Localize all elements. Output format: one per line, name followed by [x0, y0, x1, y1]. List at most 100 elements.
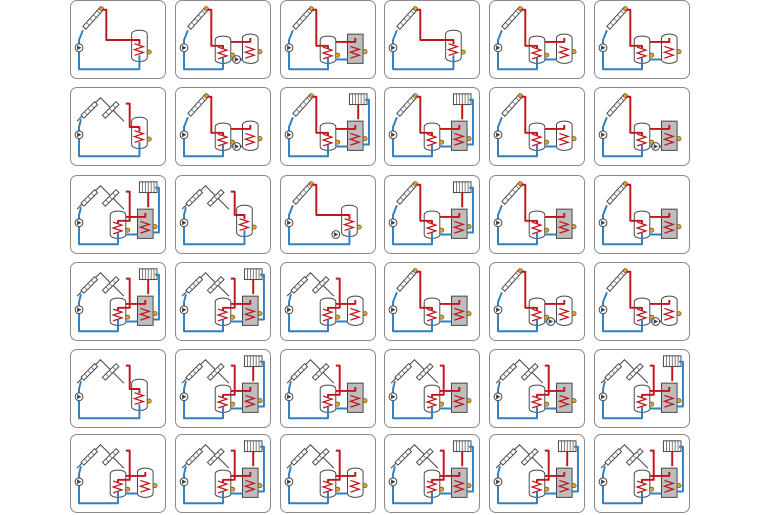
collector-tube — [201, 97, 206, 101]
sensor-icon — [466, 136, 472, 142]
collector-tube — [90, 451, 95, 456]
pump-arrow-icon — [391, 132, 396, 138]
collector-tube — [306, 185, 311, 189]
transfer-flow-pipe — [544, 125, 566, 130]
collector-tube — [419, 373, 423, 378]
transfer-flow-pipe — [335, 300, 357, 305]
scheme-card-21[interactable] — [280, 262, 376, 341]
pump-arrow-icon — [391, 394, 396, 400]
collector-tube — [614, 451, 619, 456]
heat-exchanger-coil — [138, 479, 152, 493]
solar-collector-icon — [185, 188, 204, 207]
scheme-diagram — [388, 93, 474, 158]
collector-tube — [195, 366, 200, 371]
transfer-flow-pipe — [649, 213, 671, 218]
scheme-card-28[interactable] — [384, 349, 480, 428]
scheme-card-12[interactable] — [594, 87, 690, 166]
scheme-card-23[interactable] — [489, 262, 585, 341]
heat-exchanger-coil — [662, 220, 676, 234]
collector-tube — [629, 458, 633, 463]
transfer-flow-pipe — [439, 125, 461, 130]
solar-flow-pipe — [125, 364, 141, 394]
scheme-card-34[interactable] — [384, 434, 480, 513]
collector-tube — [217, 279, 221, 284]
scheme-card-16[interactable] — [384, 175, 480, 254]
heat-exchanger-coil — [111, 221, 124, 235]
heating-return-pipe — [467, 445, 474, 493]
pump-arrow-icon — [77, 132, 82, 138]
collector-tube — [617, 276, 621, 280]
collector-tube — [303, 14, 307, 18]
collector-tube — [319, 455, 323, 459]
solar-flow-pipe — [416, 270, 433, 311]
storage-tank-icon — [109, 210, 127, 239]
scheme-card-10[interactable] — [384, 87, 480, 166]
scheme-card-4[interactable] — [384, 0, 480, 79]
collector-tube — [515, 97, 520, 101]
scheme-card-2[interactable] — [175, 0, 271, 79]
collector-tube — [531, 366, 535, 371]
solar-collector-icon — [101, 100, 120, 119]
scheme-card-26[interactable] — [175, 349, 271, 428]
radiator-icon — [243, 440, 263, 453]
scheme-card-19[interactable] — [70, 262, 166, 341]
scheme-card-32[interactable] — [175, 434, 271, 513]
scheme-card-27[interactable] — [280, 349, 376, 428]
scheme-card-33[interactable] — [280, 434, 376, 513]
transfer-flow-pipe — [649, 387, 671, 392]
heat-exchanger-coil — [132, 43, 146, 57]
scheme-card-17[interactable] — [489, 175, 585, 254]
collector-tube — [610, 109, 614, 113]
scheme-card-6[interactable] — [594, 0, 690, 79]
collector-tube — [105, 286, 109, 291]
scheme-card-1[interactable] — [70, 0, 166, 79]
scheme-card-9[interactable] — [280, 87, 376, 166]
sensor-icon — [257, 136, 263, 142]
sensor-icon — [125, 227, 131, 233]
collector-tube — [300, 451, 305, 456]
scheme-card-7[interactable] — [70, 87, 166, 166]
scheme-card-20[interactable] — [175, 262, 271, 341]
solar-collector-icon — [311, 275, 330, 294]
collector-tube — [322, 366, 326, 371]
pump-arrow-icon — [601, 394, 606, 400]
solar-flow-pipe — [312, 183, 351, 220]
scheme-card-30[interactable] — [594, 349, 690, 428]
scheme-card-5[interactable] — [489, 0, 585, 79]
scheme-card-36[interactable] — [594, 434, 690, 513]
collector-tube — [89, 18, 94, 22]
collector-tube — [191, 109, 195, 113]
scheme-card-22[interactable] — [384, 262, 480, 341]
collector-tube — [201, 10, 206, 14]
scheme-card-31[interactable] — [70, 434, 166, 513]
collector-tube — [613, 280, 618, 284]
collector-tube — [608, 373, 612, 378]
scheme-card-25[interactable] — [70, 349, 166, 428]
scheme-card-24[interactable] — [594, 262, 690, 341]
heat-exchanger-coil — [452, 132, 466, 146]
radiator-icon — [452, 181, 472, 194]
heat-exchanger-coil — [216, 46, 229, 60]
collector-tube — [299, 105, 304, 109]
sensor-icon — [230, 314, 236, 320]
scheme-card-11[interactable] — [489, 87, 585, 166]
scheme-card-15[interactable] — [280, 175, 376, 254]
solar-flow-pipe — [125, 102, 141, 132]
scheme-card-3[interactable] — [280, 0, 376, 79]
scheme-card-18[interactable] — [594, 175, 690, 254]
sensor-icon — [257, 49, 263, 55]
collector-tube — [629, 373, 633, 378]
scheme-card-8[interactable] — [175, 87, 271, 166]
transfer-flow-pipe — [649, 300, 671, 305]
solar-collector-icon — [206, 447, 225, 466]
scheme-card-14[interactable] — [175, 175, 271, 254]
pump-arrow-icon — [391, 45, 396, 51]
scheme-card-29[interactable] — [489, 349, 585, 428]
scheme-diagram — [179, 93, 263, 158]
heat-exchanger-coil — [348, 45, 362, 59]
scheme-card-35[interactable] — [489, 434, 585, 513]
sensor-icon — [335, 486, 341, 492]
scheme-card-13[interactable] — [70, 175, 166, 254]
sensor-icon — [335, 401, 341, 407]
radiator-icon — [557, 440, 577, 453]
